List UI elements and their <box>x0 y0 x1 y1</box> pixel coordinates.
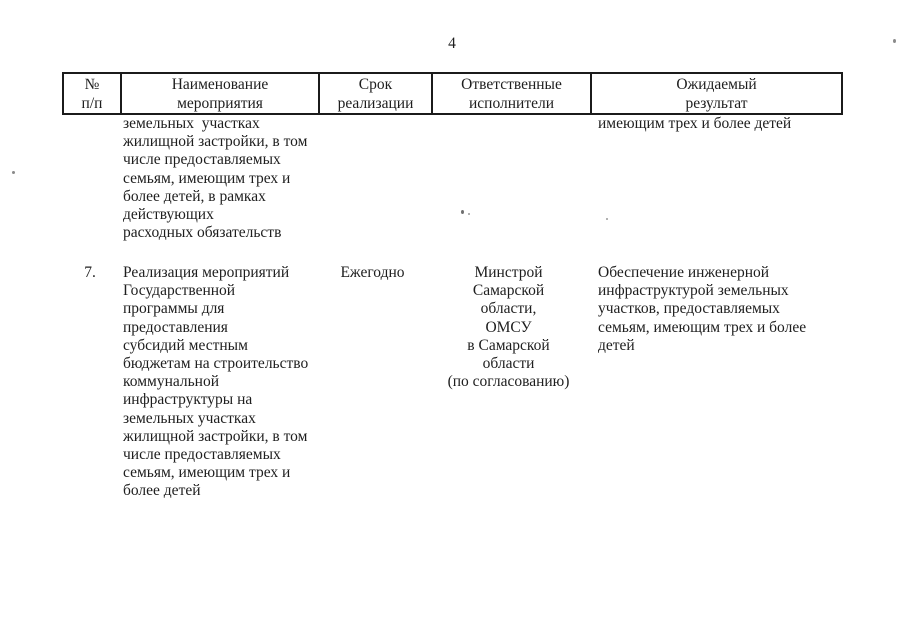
scan-artifact <box>12 171 15 174</box>
row7-cell-activity: Реализация мероприятий Государственной п… <box>123 264 309 500</box>
row7-cell-number: 7. <box>84 264 96 281</box>
scan-artifact <box>606 218 608 220</box>
header-cell-term: Срок реализации <box>318 74 431 113</box>
table-header-row: № п/п Наименование мероприятия Срок реал… <box>62 72 843 115</box>
scan-artifact <box>468 213 470 215</box>
header-cell-number: № п/п <box>81 75 103 112</box>
page-number: 4 <box>448 35 456 52</box>
header-cell-executors: Ответственные исполнители <box>431 74 590 113</box>
row7-cell-expected-result: Обеспечение инженерной инфраструктурой з… <box>598 264 807 354</box>
row7-cell-term: Ежегодно <box>340 264 405 281</box>
scan-artifact <box>461 210 464 214</box>
continuation-cell-expected-result: имеющим трех и более детей <box>598 115 792 132</box>
header-cell-expected-result: Ожидаемый результат <box>590 74 841 113</box>
scan-artifact <box>893 39 896 43</box>
header-cell-activity: Наименование мероприятия <box>120 74 318 113</box>
continuation-cell-activity: земельных участках жилищной застройки, в… <box>123 115 308 242</box>
row7-cell-executors: Минстрой Самарской области, ОМСУ в Самар… <box>447 264 570 391</box>
